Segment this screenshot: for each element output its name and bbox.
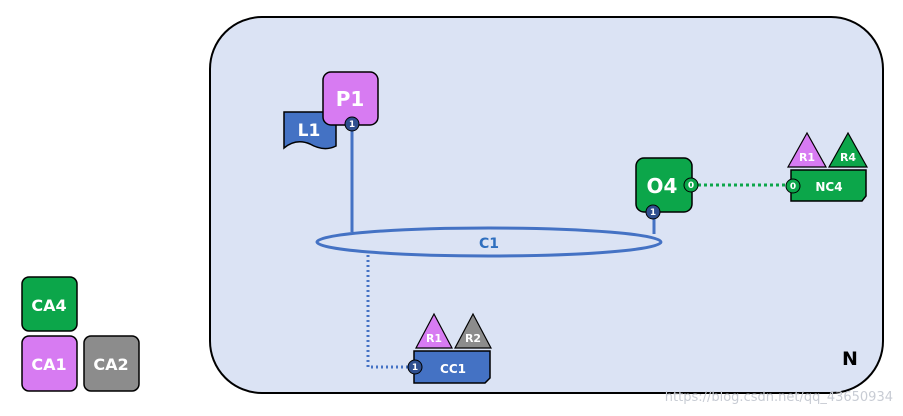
ca2-box[interactable] (83, 335, 140, 392)
watermark: https://blog.csdn.net/qq_43650934 (665, 390, 893, 405)
ledger-l1-label: L1 (298, 121, 321, 141)
nc4-port-label: 0 (790, 182, 796, 192)
nc4-role-r4 (827, 131, 869, 168)
ca2-label: CA2 (93, 355, 128, 374)
peer-p1-port (344, 116, 360, 132)
network-config-nc4[interactable] (790, 169, 867, 202)
peer-p1-port-label: 1 (349, 120, 355, 130)
nc4-port (785, 178, 801, 194)
network-boundary (209, 16, 884, 394)
ledger-l1[interactable] (283, 111, 337, 150)
cc1-role-r2-label: R2 (465, 332, 481, 345)
cc1-role-r1-label: R1 (426, 332, 442, 345)
ca1-label: CA1 (31, 355, 66, 374)
cc1-port (407, 359, 423, 375)
cc1-role-r1 (415, 312, 453, 349)
orderer-o4-port-right-label: 0 (688, 181, 694, 191)
orderer-o4-label: O4 (647, 174, 678, 198)
nc4-role-r1 (786, 131, 828, 168)
cc1-channel-link (366, 250, 409, 369)
channel-c1[interactable] (315, 226, 663, 258)
nc4-role-r1-label: R1 (799, 151, 815, 164)
ca4-box[interactable] (21, 276, 78, 332)
cc1-role-r2 (454, 312, 492, 349)
ca1-box[interactable] (21, 335, 78, 392)
channel-config-cc1[interactable] (413, 350, 491, 384)
orderer-o4-port-bottom-label: 1 (650, 208, 656, 218)
network-label: N (842, 348, 858, 370)
cc1-port-label: 1 (412, 363, 418, 373)
network-config-nc4-label: NC4 (815, 180, 842, 194)
channel-c1-label: C1 (479, 236, 499, 252)
ca4-label: CA4 (31, 296, 66, 315)
nc4-role-r4-label: R4 (840, 151, 856, 164)
orderer-o4-port-bottom (645, 204, 661, 220)
peer-p1-label: P1 (336, 87, 365, 111)
channel-config-cc1-label: CC1 (440, 362, 466, 376)
orderer-o4-port-right (683, 177, 699, 193)
